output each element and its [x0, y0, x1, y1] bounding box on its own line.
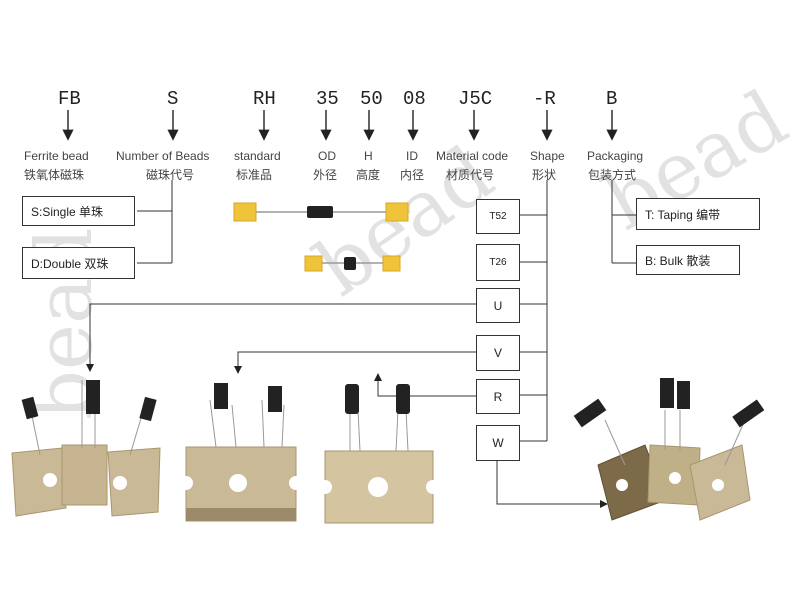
label-number-of-beads-cn: 磁珠代号: [146, 168, 195, 182]
label-h: H: [364, 149, 373, 163]
label-packaging-cn: 包装方式: [588, 168, 637, 182]
photo-v-shape: [179, 383, 303, 522]
label-id: ID: [406, 149, 418, 163]
label-shape-cn: 形状: [532, 168, 557, 182]
taped-bead-t26: [304, 255, 401, 272]
label-material-code: Material code: [436, 149, 509, 163]
label-shape: Shape: [530, 149, 565, 163]
shape-bracket: [519, 180, 548, 442]
photo-u-shape: [11, 380, 161, 517]
label-h-cn: 高度: [356, 168, 381, 182]
bead-bracket: [137, 180, 173, 264]
label-ferrite-bead: Ferrite bead: [24, 149, 89, 163]
code-s: S: [167, 88, 179, 110]
code-j5c: J5C: [458, 88, 493, 110]
label-standard: standard: [234, 149, 281, 163]
option-double-bead: D:Double 双珠: [22, 247, 135, 279]
code-08: 08: [403, 88, 426, 110]
label-od: OD: [318, 149, 336, 163]
label-material-code-cn: 材质代号: [446, 168, 495, 182]
photo-w-shape: [573, 378, 765, 521]
taped-bead-t52: [233, 202, 409, 222]
shape-option-w: W: [476, 425, 520, 461]
code-rh: RH: [253, 88, 276, 110]
code-r: -R: [533, 88, 556, 110]
shape-option-t52: T52: [476, 199, 520, 234]
code-arrows: [62, 110, 618, 141]
shape-option-u: U: [476, 288, 520, 323]
label-number-of-beads: Number of Beads: [116, 149, 210, 163]
label-id-cn: 内径: [400, 168, 425, 182]
label-ferrite-bead-cn: 铁氧体磁珠: [24, 168, 85, 182]
shape-option-v: V: [476, 335, 520, 371]
option-taping: T: Taping 编带: [636, 198, 760, 230]
label-packaging: Packaging: [587, 149, 644, 163]
option-single-bead: S:Single 单珠: [22, 196, 135, 226]
code-35: 35: [316, 88, 339, 110]
code-fb: FB: [58, 88, 81, 110]
option-bulk: B: Bulk 散装: [636, 245, 740, 275]
packaging-bracket: [611, 180, 636, 264]
shape-option-r: R: [476, 379, 520, 414]
shape-leader-lines: [86, 303, 608, 508]
shape-option-t26: T26: [476, 244, 520, 281]
code-50: 50: [360, 88, 383, 110]
photo-r-shape: [318, 384, 440, 524]
code-b: B: [606, 88, 618, 110]
label-standard-cn: 标准品: [236, 168, 273, 182]
label-od-cn: 外径: [313, 168, 338, 182]
